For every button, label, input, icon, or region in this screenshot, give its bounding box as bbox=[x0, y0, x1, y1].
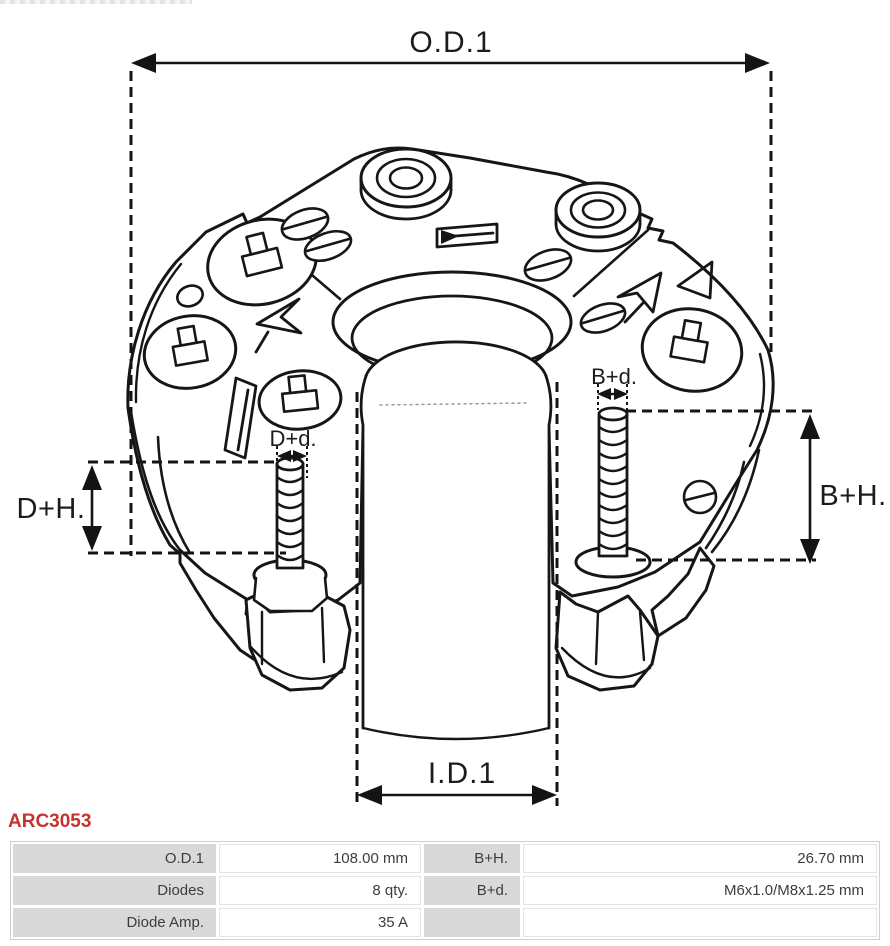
spec-value-diode-amp: 35 A bbox=[219, 908, 421, 937]
left-leg bbox=[129, 410, 352, 692]
right-fold-line bbox=[572, 228, 650, 298]
spec-table: O.D.1 108.00 mm B+H. 26.70 mm Diodes 8 q… bbox=[10, 841, 880, 940]
slot-window bbox=[435, 222, 499, 249]
part-outline-group bbox=[126, 146, 775, 742]
spec-value-bd: M6x1.0/M8x1.25 mm bbox=[523, 876, 877, 905]
diode-terminal bbox=[142, 314, 238, 390]
spec-value-empty bbox=[523, 908, 877, 937]
dimension-bh: B+H. bbox=[626, 409, 886, 564]
id1-label: I.D.1 bbox=[428, 757, 496, 790]
spec-label-bd: B+d. bbox=[424, 876, 520, 905]
bh-label: B+H. bbox=[819, 480, 886, 512]
left-edge-inner-line bbox=[134, 262, 183, 404]
dimension-dd: D+d. bbox=[269, 426, 317, 478]
diode-terminal bbox=[257, 369, 343, 431]
rectifier-technical-drawing: O.D.1 I.D.1 D+H. D+d. bbox=[17, 26, 886, 806]
spec-label-od1: O.D.1 bbox=[13, 844, 216, 873]
spec-label-bh: B+H. bbox=[424, 844, 520, 873]
spec-label-diodes: Diodes bbox=[13, 876, 216, 905]
cropped-logo-strip bbox=[0, 0, 192, 4]
spec-value-od1: 108.00 mm bbox=[219, 844, 421, 873]
stud-left bbox=[252, 456, 329, 613]
stud-right bbox=[574, 406, 652, 579]
dimension-dh: D+H. bbox=[17, 460, 286, 555]
diode-terminal bbox=[206, 217, 318, 307]
mount-boss-right bbox=[554, 181, 642, 253]
dh-label: D+H. bbox=[17, 493, 86, 525]
dimension-id1: I.D.1 bbox=[355, 382, 559, 806]
diode-terminal bbox=[640, 307, 744, 393]
slot-bar bbox=[223, 376, 258, 460]
pointer-glyph bbox=[254, 260, 714, 354]
dimension-od1: O.D.1 bbox=[129, 26, 773, 556]
spec-label-diode-amp: Diode Amp. bbox=[13, 908, 216, 937]
mount-boss-left bbox=[359, 147, 453, 221]
slotted-pad bbox=[176, 207, 718, 515]
right-edge-inner-line bbox=[748, 352, 766, 448]
spec-value-bh: 26.70 mm bbox=[523, 844, 877, 873]
right-leg bbox=[554, 448, 761, 692]
spec-value-diodes: 8 qty. bbox=[219, 876, 421, 905]
od1-label: O.D.1 bbox=[409, 26, 492, 59]
part-code: ARC3053 bbox=[8, 811, 92, 832]
center-bore-collar bbox=[331, 270, 573, 742]
spec-label-empty bbox=[424, 908, 520, 937]
dimension-bd: B+d. bbox=[591, 364, 637, 412]
